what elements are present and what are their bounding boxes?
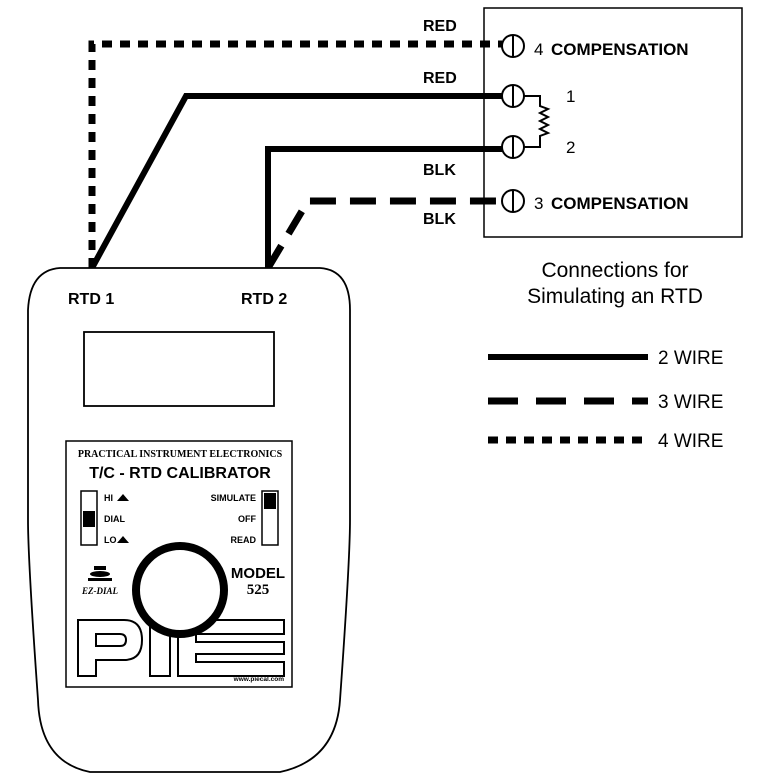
wire-red-solid xyxy=(89,93,502,270)
terminal-2-number: 2 xyxy=(566,138,575,157)
legend-3-wire-label: 3 WIRE xyxy=(658,392,723,413)
rtd-2-terminal-label: RTD 2 xyxy=(241,291,287,308)
terminal-4-label: COMPENSATION xyxy=(551,40,689,59)
brand-line: PRACTICAL INSTRUMENT ELECTRONICS xyxy=(78,449,283,460)
switch-dial-label: DIAL xyxy=(104,514,125,524)
terminal-2-screw xyxy=(501,135,525,159)
terminal-3-label: COMPENSATION xyxy=(551,194,689,213)
display-screen xyxy=(83,331,275,407)
switch-simulate-label: SIMULATE xyxy=(211,493,256,503)
rtd-1-terminal-label: RTD 1 xyxy=(68,291,114,308)
product-name: T/C - RTD CALIBRATOR xyxy=(89,465,271,482)
rtd-resistor-symbol xyxy=(524,95,551,148)
model-number: 525 xyxy=(247,582,270,598)
caption-line-2: Simulating an RTD xyxy=(527,285,703,308)
switch-hi-label: HI xyxy=(104,493,113,503)
legend-2-wire-label: 2 WIRE xyxy=(658,348,723,369)
caption-line-1: Connections for xyxy=(541,259,688,282)
wire-label-blk-mid: BLK xyxy=(423,162,456,179)
wire-label-red-top: RED xyxy=(423,18,457,35)
terminal-1-number: 1 xyxy=(566,87,575,106)
switch-read-label: READ xyxy=(230,535,256,545)
mode-switch-knob xyxy=(264,493,276,509)
wire-3-compensation-dashed xyxy=(264,197,502,270)
terminal-4-screw xyxy=(501,34,525,58)
website-label: www.piecal.com xyxy=(233,676,285,683)
range-switch-knob xyxy=(83,511,95,527)
ez-dial-icon xyxy=(88,566,112,581)
wire-label-blk-bottom: BLK xyxy=(423,211,456,228)
lo-arrow-icon xyxy=(117,536,129,543)
ez-dial-knob[interactable] xyxy=(132,542,228,638)
wire-4-compensation-dotted xyxy=(88,40,502,268)
ez-dial-label: EZ-DIAL xyxy=(81,586,119,596)
model-label: MODEL xyxy=(231,565,285,582)
wire-label-red-mid: RED xyxy=(423,70,457,87)
switch-lo-label: LO xyxy=(104,535,117,545)
legend-4-wire-label: 4 WIRE xyxy=(658,431,723,452)
terminal-1-screw xyxy=(501,84,525,108)
terminal-3-screw xyxy=(501,189,525,213)
terminal-3-number: 3 xyxy=(534,194,543,213)
hi-arrow-icon xyxy=(117,494,129,501)
terminal-4-number: 4 xyxy=(534,40,543,59)
switch-off-label: OFF xyxy=(238,514,256,524)
wire-blk-solid xyxy=(265,146,502,268)
terminal-box xyxy=(483,7,743,238)
